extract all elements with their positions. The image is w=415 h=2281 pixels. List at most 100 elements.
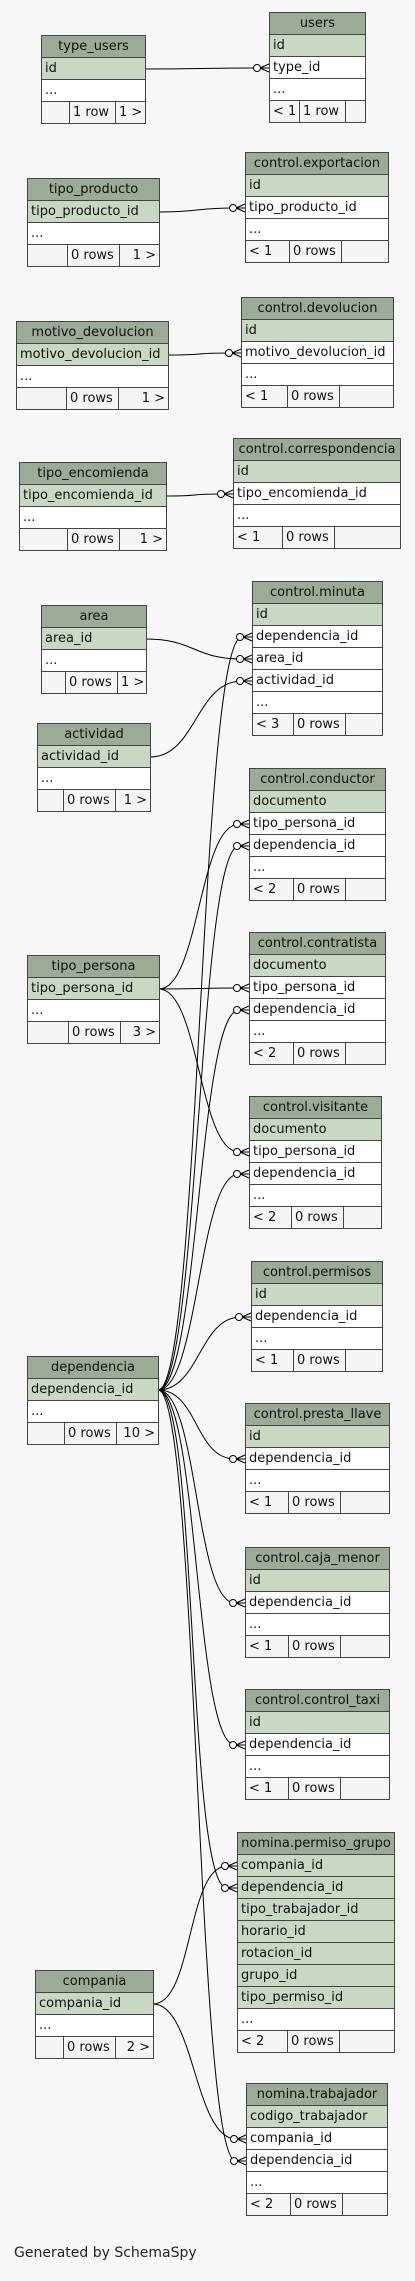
table-name[interactable]: control.visitante <box>250 1097 381 1119</box>
parent-count[interactable]: < 1 <box>246 1636 289 1657</box>
parent-count[interactable] <box>42 102 70 123</box>
column[interactable]: id <box>253 604 382 626</box>
parent-count[interactable] <box>28 1022 69 1043</box>
more-columns[interactable]: ... <box>250 1021 385 1043</box>
column[interactable]: dependencia_id <box>246 1592 389 1614</box>
more-columns[interactable]: ... <box>28 223 159 245</box>
table-name[interactable]: control.conductor <box>250 769 385 791</box>
column[interactable]: id <box>252 1284 382 1306</box>
more-columns[interactable]: ... <box>246 1614 389 1636</box>
column[interactable]: horario_id <box>238 1921 394 1943</box>
column[interactable]: compania_id <box>247 2128 387 2150</box>
table-name[interactable]: control.exportacion <box>246 153 388 175</box>
child-count[interactable] <box>343 2194 387 2215</box>
table-name[interactable]: control.presta_llave <box>246 1404 389 1426</box>
column[interactable]: type_id <box>270 57 365 79</box>
column[interactable]: dependencia_id <box>250 999 385 1021</box>
column[interactable]: tipo_permiso_id <box>238 1987 394 2009</box>
column[interactable]: compania_id <box>238 1855 394 1877</box>
column[interactable]: tipo_encomienda_id <box>20 485 166 507</box>
table-name[interactable]: tipo_persona <box>28 956 159 978</box>
column[interactable]: area_id <box>42 628 146 650</box>
column[interactable]: tipo_persona_id <box>250 1141 381 1163</box>
column[interactable]: dependencia_id <box>253 626 382 648</box>
parent-count[interactable]: < 3 <box>253 714 294 735</box>
more-columns[interactable]: ... <box>238 2009 394 2031</box>
more-columns[interactable]: ... <box>38 768 150 790</box>
child-count[interactable] <box>341 1636 389 1657</box>
parent-count[interactable] <box>36 2037 64 2058</box>
table-name[interactable]: control.correspondencia <box>234 439 400 461</box>
more-columns[interactable]: ... <box>28 1000 159 1022</box>
parent-count[interactable]: < 1 <box>270 101 300 122</box>
column[interactable]: area_id <box>253 648 382 670</box>
child-count[interactable] <box>346 879 385 900</box>
parent-count[interactable] <box>20 529 68 550</box>
more-columns[interactable]: ... <box>246 1756 389 1778</box>
table-name[interactable]: users <box>270 13 365 35</box>
parent-count[interactable]: < 1 <box>242 386 288 407</box>
parent-count[interactable]: < 1 <box>234 527 283 548</box>
column[interactable]: id <box>242 320 393 342</box>
column[interactable]: id <box>234 461 400 483</box>
parent-count[interactable]: < 2 <box>247 2194 291 2215</box>
column[interactable]: documento <box>250 791 385 813</box>
more-columns[interactable]: ... <box>242 364 393 386</box>
table-name[interactable]: control.contratista <box>250 933 385 955</box>
child-count[interactable]: 1 > <box>139 532 163 547</box>
parent-count[interactable] <box>28 245 68 266</box>
child-count[interactable] <box>346 1350 382 1371</box>
table-name[interactable]: control.permisos <box>252 1262 382 1284</box>
column[interactable]: documento <box>250 1119 381 1141</box>
column[interactable]: tipo_producto_id <box>246 197 388 219</box>
column[interactable]: dependencia_id <box>250 1163 381 1185</box>
column[interactable]: tipo_trabajador_id <box>238 1899 394 1921</box>
more-columns[interactable]: ... <box>20 507 166 529</box>
column[interactable]: tipo_persona_id <box>250 813 385 835</box>
column[interactable]: dependencia_id <box>252 1306 382 1328</box>
column[interactable]: motivo_devolucion_id <box>17 344 168 366</box>
child-count[interactable]: 2 > <box>126 2040 150 2055</box>
parent-count[interactable] <box>17 388 67 409</box>
parent-count[interactable] <box>38 790 64 811</box>
parent-count[interactable]: < 1 <box>252 1350 294 1371</box>
column[interactable]: id <box>246 1426 389 1448</box>
column[interactable]: tipo_persona_id <box>250 977 385 999</box>
more-columns[interactable]: ... <box>247 2172 387 2194</box>
table-name[interactable]: control.minuta <box>253 582 382 604</box>
column[interactable]: documento <box>250 955 385 977</box>
table-name[interactable]: type_users <box>42 36 145 58</box>
child-count[interactable] <box>346 101 365 122</box>
child-count[interactable]: 1 > <box>132 248 156 263</box>
parent-count[interactable] <box>42 672 66 693</box>
more-columns[interactable]: ... <box>42 650 146 672</box>
parent-count[interactable]: < 2 <box>238 2031 288 2052</box>
column[interactable]: compania_id <box>36 1993 153 2015</box>
parent-count[interactable]: < 2 <box>250 879 294 900</box>
parent-count[interactable] <box>28 1423 65 1444</box>
column[interactable]: tipo_encomienda_id <box>234 483 400 505</box>
child-count[interactable]: 1 > <box>123 793 147 808</box>
column[interactable]: id <box>246 175 388 197</box>
column[interactable]: dependencia_id <box>246 1448 389 1470</box>
column[interactable]: dependencia_id <box>246 1734 389 1756</box>
child-count[interactable]: 10 > <box>123 1426 155 1441</box>
